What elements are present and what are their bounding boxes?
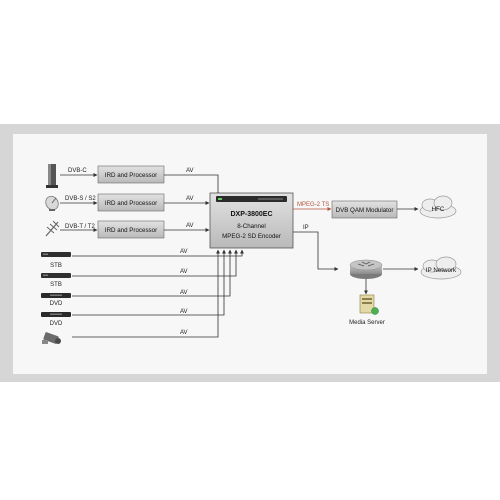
encoder-box: DXP-3800EC 8-Channel MPEG-2 SD Encoder xyxy=(209,192,294,249)
encoder-model: DXP-3800EC xyxy=(230,211,272,218)
ird-av-links: AV AV AV xyxy=(164,168,220,232)
encoder-line1: 8-Channel xyxy=(237,223,266,230)
ird-label-2: IRD and Processor xyxy=(105,200,157,207)
qam-modulator-box: DVB QAM Modulator xyxy=(331,200,398,219)
source-label-2: STB xyxy=(50,282,62,288)
ird-label-3: IRD and Processor xyxy=(105,227,157,234)
source-label-4: DVD xyxy=(50,321,63,327)
dvb-s-label: DVB-S / S2 xyxy=(65,196,96,202)
cloud-icon xyxy=(419,195,457,219)
dvd-player-icon xyxy=(41,293,71,298)
local-source-5: AV xyxy=(42,249,220,344)
dvd-player-icon xyxy=(41,312,71,317)
dvb-t-label: DVB-T / T2 xyxy=(65,224,95,230)
av-label-ird-3: AV xyxy=(186,223,194,229)
av-label-ird-1: AV xyxy=(186,168,194,174)
dvb-c-row: DVB-C xyxy=(46,164,98,188)
media-server-label: Media Server xyxy=(349,320,385,326)
local-source-3: DVD AV xyxy=(41,249,232,307)
dvb-s-row: DVB-S / S2 xyxy=(45,195,98,211)
av-label-source-3: AV xyxy=(180,290,188,296)
av-label-source-5: AV xyxy=(180,330,188,336)
cloud-icon xyxy=(420,256,462,280)
local-source-2: STB AV xyxy=(41,249,238,288)
satellite-dish-icon xyxy=(45,195,59,211)
ird-box-2: IRD and Processor xyxy=(97,193,165,212)
ip-link: IP xyxy=(293,225,339,271)
router-icon xyxy=(349,259,383,279)
av-label-source-2: AV xyxy=(180,269,188,275)
local-source-1: STB AV xyxy=(41,249,244,269)
ip-network-cloud: IP Network xyxy=(420,256,462,280)
av-label-ird-2: AV xyxy=(186,196,194,202)
ip-label: IP xyxy=(303,225,309,231)
source-label-3: DVD xyxy=(50,301,63,307)
satellite-receiver-tower-icon xyxy=(46,164,58,188)
dvb-t-row: DVB-T / T2 xyxy=(45,220,98,237)
set-top-box-icon xyxy=(41,252,71,257)
local-source-4: DVD AV xyxy=(41,249,226,327)
diagram-panel xyxy=(13,134,487,374)
media-server: Media Server xyxy=(349,294,385,326)
server-icon xyxy=(359,294,379,315)
set-top-box-icon xyxy=(41,273,71,278)
av-label-source-4: AV xyxy=(180,309,188,315)
hfc-cloud: HFC xyxy=(419,195,457,219)
source-label-1: STB xyxy=(50,263,62,269)
hfc-label: HFC xyxy=(432,206,445,213)
ird-box-3: IRD and Processor xyxy=(97,220,165,239)
ird-label-1: IRD and Processor xyxy=(105,172,157,179)
ird-box-1: IRD and Processor xyxy=(97,165,165,184)
ip-network-label: IP Network xyxy=(426,267,457,274)
encoder-line2: MPEG-2 SD Encoder xyxy=(222,233,281,240)
qam-modulator-label: DVB QAM Modulator xyxy=(336,207,394,214)
camera-icon xyxy=(42,332,61,344)
terrestrial-antenna-icon xyxy=(45,220,60,237)
dvb-c-label: DVB-C xyxy=(68,168,87,174)
mpeg-ts-label: MPEG-2 TS xyxy=(297,202,329,208)
av-label-source-1: AV xyxy=(180,249,188,255)
mpeg-ts-link: MPEG-2 TS xyxy=(293,202,332,211)
